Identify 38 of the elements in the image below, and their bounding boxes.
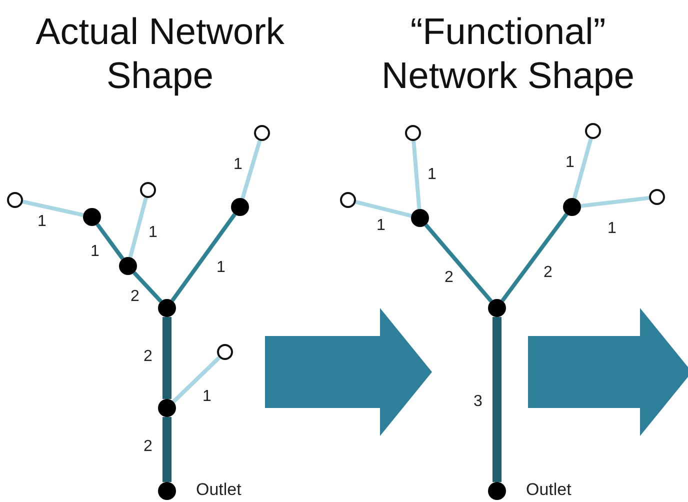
branch-line — [128, 197, 148, 258]
junction-dot — [158, 299, 176, 317]
open-node-circle — [254, 125, 270, 141]
open-node-circle — [585, 123, 601, 139]
branch-line — [412, 140, 422, 210]
open-node-circle — [140, 182, 156, 198]
open-node-circle — [217, 344, 233, 360]
node-caption: Outlet — [526, 480, 572, 500]
branch-line — [162, 417, 172, 482]
branch-line — [580, 196, 650, 208]
branch-line — [492, 317, 502, 482]
junction-dot — [158, 482, 176, 500]
junction-dot — [488, 299, 506, 317]
panel-heading: “Functional” Network Shape — [380, 10, 636, 98]
junction-dot — [158, 399, 176, 417]
junction-dot — [119, 257, 137, 275]
branch-line — [355, 200, 412, 218]
branch-line — [572, 138, 593, 199]
open-node-circle — [649, 189, 665, 205]
junction-dot — [411, 209, 429, 227]
branch-line — [500, 213, 568, 302]
junction-dot — [231, 198, 249, 216]
branch-line — [96, 223, 124, 260]
branch-line — [22, 200, 84, 218]
junction-dot — [488, 482, 506, 500]
panel-heading: Actual Network Shape — [34, 10, 286, 98]
open-node-circle — [340, 192, 356, 208]
open-node-circle — [7, 192, 23, 208]
branch-line — [424, 224, 493, 302]
node-caption: Outlet — [196, 480, 242, 500]
branch-line — [240, 140, 262, 199]
open-node-circle — [405, 125, 421, 141]
branch-line — [132, 271, 162, 303]
junction-dot — [563, 198, 581, 216]
branch-line — [162, 317, 172, 399]
branch-line — [170, 213, 236, 302]
junction-dot — [83, 208, 101, 226]
branch-line — [172, 356, 221, 404]
